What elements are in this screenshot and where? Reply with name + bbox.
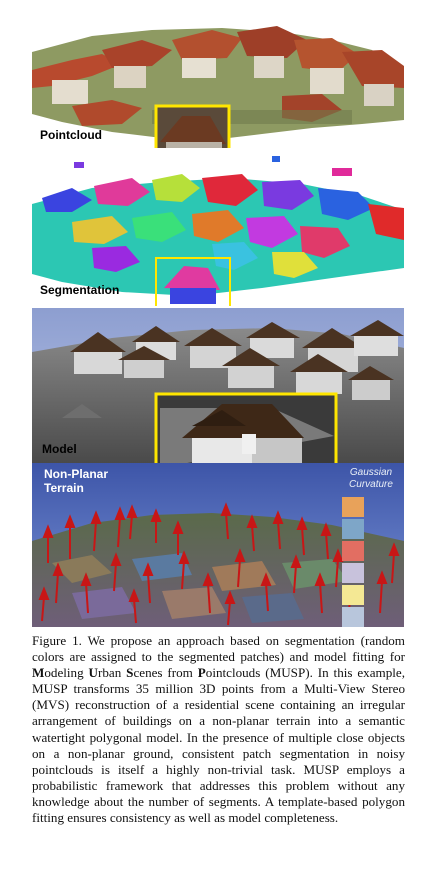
- curvature-swatch: [342, 563, 364, 583]
- segmentation-label: Segmentation: [40, 283, 120, 297]
- curvature-swatch: [342, 541, 364, 561]
- pointcloud-image: [32, 10, 404, 150]
- segmentation-panel: Segmentation: [32, 148, 404, 306]
- caption-bold-letter: M: [32, 665, 45, 681]
- figure-1: Pointcloud Segm: [32, 10, 404, 627]
- model-image: [32, 308, 404, 463]
- caption-text: odeling: [44, 665, 89, 681]
- caption-text: Figure 1. We propose an approach based o…: [32, 633, 405, 665]
- curvature-swatch: [342, 607, 364, 627]
- caption-bold-letter: U: [88, 665, 98, 681]
- curvature-swatch: [342, 585, 364, 605]
- curvature-swatch: [342, 497, 364, 517]
- segmentation-image: [32, 148, 404, 306]
- terrain-panel: Non-Planar Terrain Gaussian Curvature: [32, 463, 404, 627]
- model-panel: Model: [32, 308, 404, 463]
- terrain-label: Non-Planar Terrain: [44, 467, 109, 495]
- curvature-legend: [342, 497, 364, 627]
- pointcloud-panel: Pointcloud: [32, 10, 404, 150]
- gaussian-curvature-label: Gaussian Curvature: [349, 467, 393, 490]
- model-label: Model: [42, 442, 77, 456]
- figure-caption: Figure 1. We propose an approach based o…: [32, 633, 405, 826]
- caption-bold-letter: P: [197, 665, 206, 681]
- caption-text: cenes from: [133, 665, 198, 681]
- caption-text: rban: [98, 665, 127, 681]
- pointcloud-label: Pointcloud: [40, 128, 102, 142]
- caption-bold-letter: S: [126, 665, 134, 681]
- terrain-image: [32, 463, 404, 627]
- curvature-swatch: [342, 519, 364, 539]
- caption-text: ointclouds (MUSP). In this example, MUSP…: [32, 665, 405, 826]
